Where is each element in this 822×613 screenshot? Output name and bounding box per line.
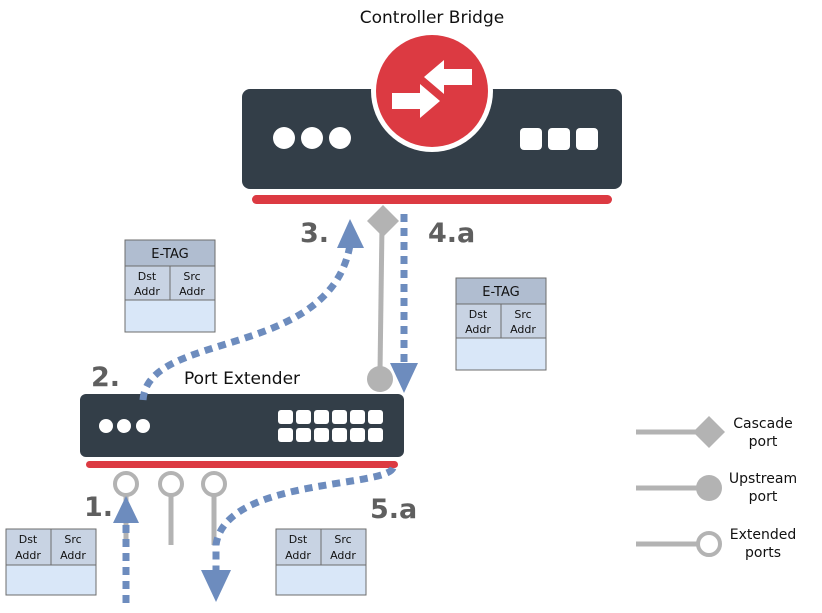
dst-label: Dst xyxy=(138,270,157,283)
legend-upstream: Upstream port xyxy=(636,471,797,505)
flow-path-downstream xyxy=(390,214,418,393)
dst-label: Dst xyxy=(289,533,308,546)
extended-ports xyxy=(113,471,227,545)
cascade-port-icon xyxy=(693,416,725,448)
port-extender-red-bar xyxy=(86,461,398,468)
controller-port-squares xyxy=(520,128,598,150)
src-addr-label: Addr xyxy=(330,549,356,562)
legend: Cascade port Upstream port Extended port… xyxy=(636,416,797,561)
src-label: Src xyxy=(183,270,200,283)
plain-packet-ingress: Dst Addr Src Addr xyxy=(5,528,97,596)
step-4a-label: 4.a xyxy=(428,218,475,249)
cascade-port-icon xyxy=(367,205,399,237)
upstream-port-icon xyxy=(367,366,393,392)
step-1-label: 1. xyxy=(84,492,113,523)
step-5a-label: 5.a xyxy=(370,494,417,525)
dst-addr-label: Addr xyxy=(285,549,311,562)
step-3-label: 3. xyxy=(300,218,329,249)
controller-led-dots xyxy=(273,127,351,149)
legend-extended-line2: ports xyxy=(745,545,781,561)
port-extender-title: Port Extender xyxy=(184,369,300,389)
src-addr-label: Addr xyxy=(179,285,205,298)
flow-path-egress xyxy=(201,465,397,602)
upstream-port-icon xyxy=(696,475,722,501)
controller-bridge-red-bar xyxy=(252,195,612,204)
etag-header: E-TAG xyxy=(151,247,188,262)
etag-packet-upstream: E-TAG Dst Addr Src Addr xyxy=(124,239,216,333)
flow-path-ingress xyxy=(113,496,139,603)
dst-addr-label: Addr xyxy=(465,323,491,336)
flow-path-upstream xyxy=(139,219,364,401)
switching-arrows-icon xyxy=(371,30,493,152)
src-addr-label: Addr xyxy=(510,323,536,336)
dst-label: Dst xyxy=(469,308,488,321)
extended-port-icon xyxy=(696,531,722,557)
dst-addr-label: Addr xyxy=(15,549,41,562)
legend-cascade-line2: port xyxy=(749,434,778,450)
legend-upstream-line1: Upstream xyxy=(729,471,797,487)
dst-addr-label: Addr xyxy=(134,285,160,298)
cascade-link-line xyxy=(377,224,385,373)
src-label: Src xyxy=(514,308,531,321)
legend-upstream-line2: port xyxy=(749,489,778,505)
extender-port-grid xyxy=(278,410,383,442)
extender-led-dots xyxy=(99,419,150,433)
legend-extended-line1: Extended xyxy=(730,527,797,543)
legend-cascade: Cascade port xyxy=(636,416,793,450)
src-label: Src xyxy=(64,533,81,546)
plain-packet-egress: Dst Addr Src Addr xyxy=(275,528,367,596)
legend-cascade-line1: Cascade xyxy=(733,416,792,432)
legend-extended: Extended ports xyxy=(636,527,796,561)
src-label: Src xyxy=(334,533,351,546)
src-addr-label: Addr xyxy=(60,549,86,562)
step-2-label: 2. xyxy=(91,362,120,393)
etag-packet-downstream: E-TAG Dst Addr Src Addr xyxy=(455,277,547,371)
etag-header: E-TAG xyxy=(482,285,519,300)
controller-bridge-title: Controller Bridge xyxy=(360,8,504,28)
dst-label: Dst xyxy=(19,533,38,546)
